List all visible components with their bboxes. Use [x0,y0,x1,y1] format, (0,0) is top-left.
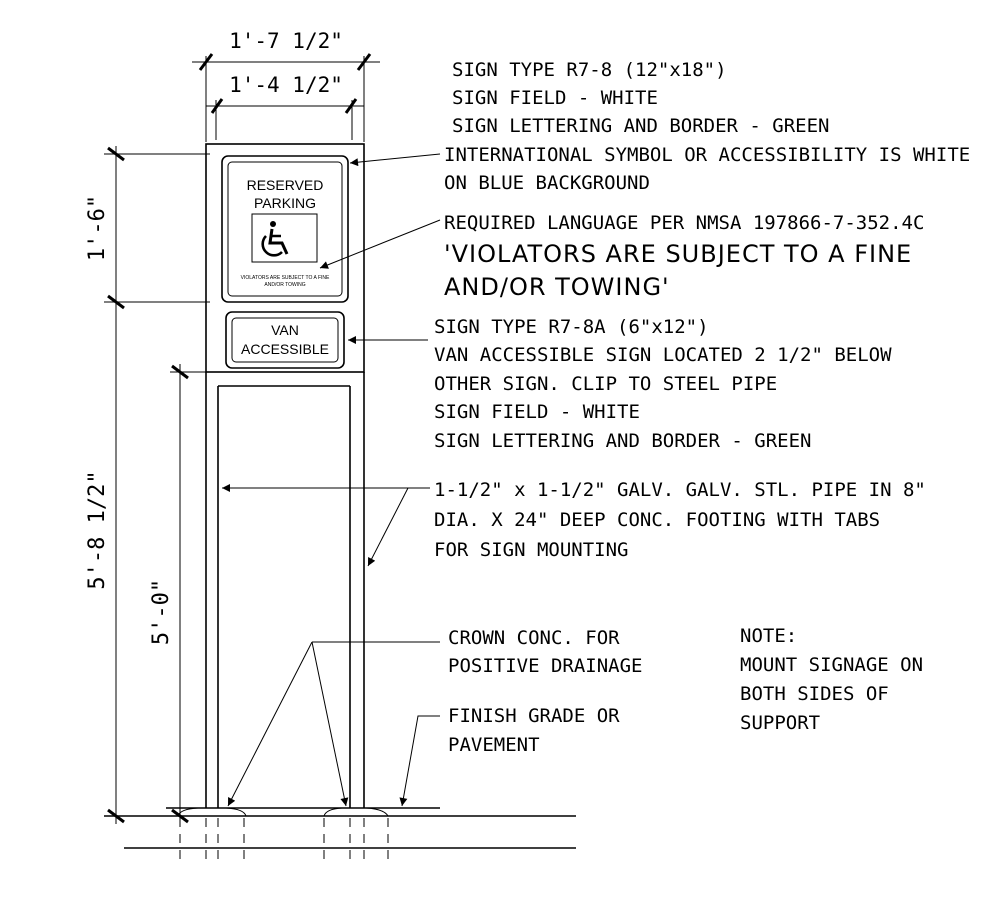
van-sign-callout: SIGN TYPE R7-8A (6"x12") VAN ACCESSIBLE … [434,316,892,452]
sign-height-label: 1'-6" [85,195,110,261]
callout-line: SIGN FIELD - WHITE [452,87,658,109]
callout-line: FOR SIGN MOUNTING [434,539,628,561]
note-callout: NOTE: MOUNT SIGNAGE ON BOTH SIDES OF SUP… [740,625,923,734]
van-sign-line1: VAN [271,322,299,338]
van-sign-panel [225,311,345,369]
lower-height-label: 5'-0" [149,579,174,645]
pipe-callout: 1-1/2" x 1-1/2" GALV. GALV. STL. PIPE IN… [434,479,926,561]
sign-height-dimension: 1'-6" [85,146,210,310]
van-sign-line2: ACCESSIBLE [241,341,329,357]
callout-line: SIGN LETTERING AND BORDER - GREEN [434,430,812,452]
callout-line: ON BLUE BACKGROUND [444,172,650,194]
callout-line: PAVEMENT [448,734,540,756]
callout-line: FINISH GRADE OR [448,705,620,727]
callout-line: SIGN TYPE R7-8 (12"x18") [452,59,727,81]
sign-width-dimension: 1'-4 1/2" [206,73,364,140]
accessibility-icon [251,213,318,263]
note-line: BOTH SIDES OF [740,683,889,705]
callout-line: INTERNATIONAL SYMBOL OR ACCESSIBILITY IS… [444,144,970,166]
quote-line: 'VIOLATORS ARE SUBJECT TO A FINE [444,240,912,268]
main-sign-line1: RESERVED [247,177,324,193]
finish-callout: FINISH GRADE OR PAVEMENT [448,705,620,756]
overall-width-label: 1'-7 1/2" [229,29,343,53]
callout-line: DIA. X 24" DEEP CONC. FOOTING WITH TABS [434,509,880,531]
quote-line: AND/OR TOWING' [444,273,670,301]
note-line: MOUNT SIGNAGE ON [740,654,923,676]
callout-line: SIGN TYPE R7-8A (6"x12") [434,316,709,338]
callout-line: POSITIVE DRAINAGE [448,655,642,677]
fine-text-line1: VIOLATORS ARE SUBJECT TO A FINE [241,275,330,281]
total-height-dimension: 5'-8 1/2" [85,302,125,824]
callout-line: 1-1/2" x 1-1/2" GALV. GALV. STL. PIPE IN… [434,479,926,501]
sign-assembly: RESERVED PARKING VIOLATORS ARE SUBJECT T… [205,143,365,808]
note-title: NOTE: [740,625,797,647]
callout-line: REQUIRED LANGUAGE PER NMSA 197866-7-352.… [444,212,924,234]
lower-height-dimension: 5'-0" [149,364,212,824]
callout-line: OTHER SIGN. CLIP TO STEEL PIPE [434,373,777,395]
callout-line: CROWN CONC. FOR [448,627,620,649]
leader-lines [222,153,441,807]
ground-section [104,807,576,866]
sign-type-callout: SIGN TYPE R7-8 (12"x18") SIGN FIELD - WH… [444,59,970,194]
total-height-label: 5'-8 1/2" [85,470,110,589]
fine-text-line2: AND/OR TOWING [264,282,305,288]
callout-line: VAN ACCESSIBLE SIGN LOCATED 2 1/2" BELOW [434,344,892,366]
overall-width-dimension: 1'-7 1/2" [192,29,380,142]
sign-width-label: 1'-4 1/2" [229,73,343,97]
crown-callout: CROWN CONC. FOR POSITIVE DRAINAGE [448,627,642,677]
main-sign-panel [221,155,349,303]
main-sign-line2: PARKING [254,195,316,211]
required-language-callout: REQUIRED LANGUAGE PER NMSA 197866-7-352.… [444,212,924,301]
callout-line: SIGN LETTERING AND BORDER - GREEN [452,115,830,137]
note-line: SUPPORT [740,712,820,734]
callout-line: SIGN FIELD - WHITE [434,401,640,423]
